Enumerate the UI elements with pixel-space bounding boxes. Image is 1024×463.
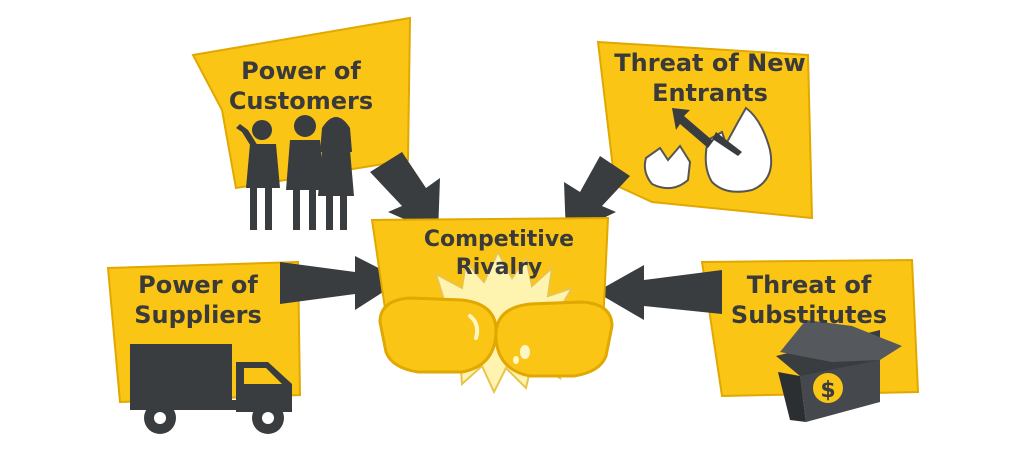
dollar-coin-icon [813,373,843,403]
customers-label-line1: Power of [241,57,361,85]
new-entrants-label-line2: Entrants [652,79,768,107]
suppliers-label-line1: Power of [138,271,258,299]
arrow-substitutes-to-rivalry [596,265,722,320]
customers-label-line2: Customers [228,87,374,115]
new-entrants-label: Threat of New Entrants [612,48,808,108]
lightning-arrow-icon [672,108,742,156]
delivery-truck-icon [130,344,292,434]
right-boxing-glove [494,300,614,378]
new-entrants-label-line1: Threat of New [614,49,806,77]
left-glove-shine [468,314,480,340]
customers-label: Power of Customers [226,56,376,116]
suppliers-label: Power of Suppliers [128,270,268,330]
substitutes-label-line2: Substitutes [730,301,888,329]
egg-shell-left [643,144,692,190]
substitutes-label: Threat of Substitutes [726,270,892,330]
substitutes-label-line1: Threat of [746,271,872,299]
rivalry-label-line1: Competitive [423,227,575,252]
cracked-egg-icon [643,106,773,193]
arrow-customers-to-rivalry [370,152,440,234]
money-box-icon: $ [776,320,902,422]
right-glove-shine-2 [513,356,519,364]
rivalry-label: Competitive Rivalry [414,226,584,282]
arrow-new-entrants-to-rivalry [564,156,630,236]
dollar-sign: $ [820,378,835,403]
suppliers-label-line2: Suppliers [134,301,262,329]
arrow-suppliers-to-rivalry [280,256,402,310]
boxing-gloves-icon [378,296,614,378]
people-icon [236,115,354,230]
right-glove-shine [520,345,530,359]
rivalry-label-line2: Rivalry [455,255,543,280]
